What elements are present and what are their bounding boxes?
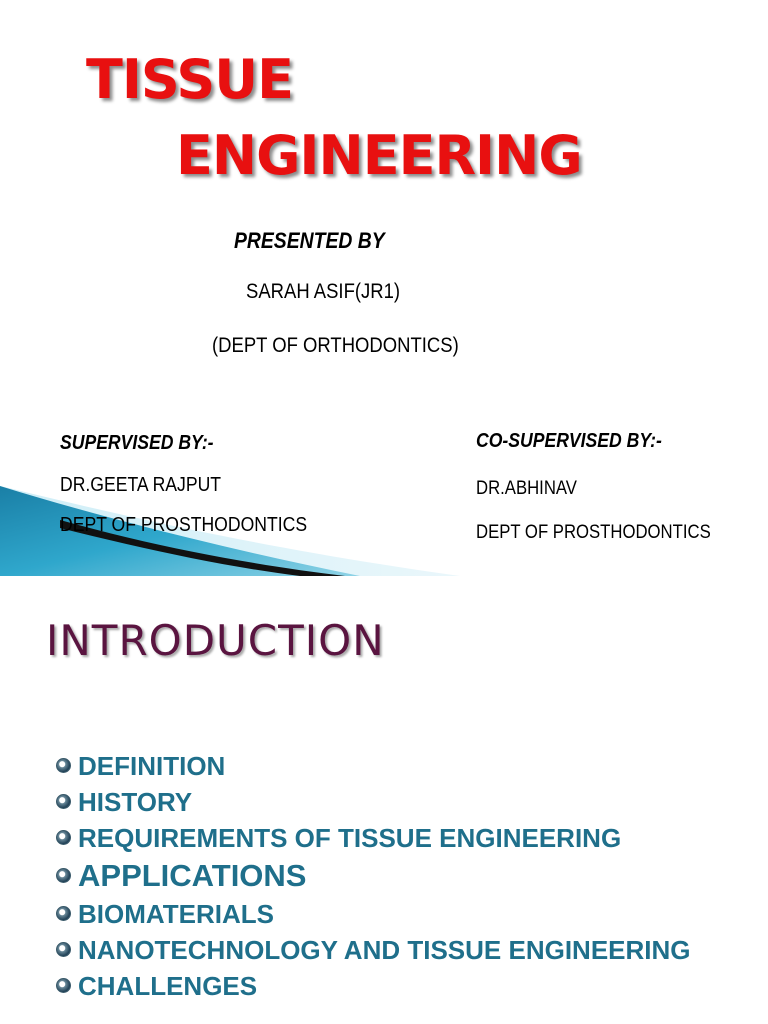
list-item: REQUIREMENTS OF TISSUE ENGINEERING [56, 822, 756, 854]
presenter-name: SARAH ASIF(JR1) [246, 280, 401, 303]
co-supervisor-department: DEPT OF PROSTHODONTICS [476, 522, 711, 543]
supervisor-label: SUPERVISED BY:- [60, 432, 214, 454]
title-line-2: ENGINEERING [176, 124, 583, 187]
topic-list: DEFINITION HISTORY REQUIREMENTS OF TISSU… [56, 750, 756, 1006]
presenter-department: (DEPT OF ORTHODONTICS) [212, 334, 459, 357]
title-slide: TISSUE ENGINEERING PRESENTED BY SARAH AS… [0, 48, 711, 576]
list-item: CHALLENGES [56, 970, 756, 1002]
list-item: DEFINITION [56, 750, 756, 782]
spiral-bullet-icon [56, 978, 71, 993]
list-item: HISTORY [56, 786, 756, 818]
co-supervisor-label: CO-SUPERVISED BY:- [476, 430, 662, 452]
spiral-bullet-icon [56, 868, 71, 883]
introduction-title: INTRODUCTION [46, 616, 385, 665]
blue-swoosh-decoration [0, 486, 460, 576]
supervisor-name: DR.GEETA RAJPUT [60, 474, 222, 496]
spiral-bullet-icon [56, 906, 71, 921]
spiral-bullet-icon [56, 830, 71, 845]
list-item: APPLICATIONS [56, 858, 756, 894]
co-supervisor-name: DR.ABHINAV [476, 478, 577, 499]
list-item: NANOTECHNOLOGY AND TISSUE ENGINEERING [56, 934, 756, 966]
introduction-slide: INTRODUCTION DEFINITION HISTORY REQUIREM… [0, 576, 768, 1024]
spiral-bullet-icon [56, 758, 71, 773]
title-line-1: TISSUE [86, 48, 294, 111]
supervisor-department: DEPT OF PROSTHODONTICS [60, 514, 308, 536]
spiral-bullet-icon [56, 942, 71, 957]
list-item: BIOMATERIALS [56, 898, 756, 930]
spiral-bullet-icon [56, 794, 71, 809]
presented-by-label: PRESENTED BY [234, 228, 385, 253]
